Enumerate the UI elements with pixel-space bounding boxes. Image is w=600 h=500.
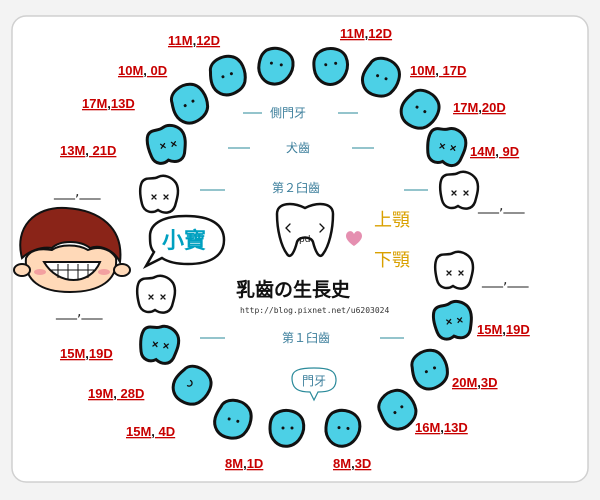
tooth-upper-left-1 <box>254 44 297 89</box>
jaw-lower-label: 下顎 <box>374 250 410 271</box>
ul-2: 10M, 0D <box>118 63 167 78</box>
svg-text:pd: pd <box>299 235 310 245</box>
caption-side-front: 側門牙 <box>270 106 306 120</box>
tooth-lower-right-4 <box>370 382 425 437</box>
tooth-upper-right-2 <box>356 51 406 103</box>
ll-3: 19M, 28D <box>88 386 144 401</box>
front-teeth-bubble <box>291 367 337 402</box>
lower-right-labels: ___,___ 15M,19D 20M,3D 16M,13D 8M,3D <box>333 272 530 471</box>
tooth-type-captions: 側門牙 犬齒 第２臼齒 第１臼齒 門牙 <box>200 106 428 402</box>
ul-4: 13M, 21D <box>60 143 116 158</box>
caption-canine: 犬齒 <box>286 141 310 155</box>
tooth-lower-right-2 <box>429 298 476 343</box>
tooth-upper-left-2 <box>203 50 253 101</box>
ur-1: 11M,12D <box>340 26 392 41</box>
lower-left-labels: ___,___ 15M,19D 19M, 28D 15M, 4D 8M,1D <box>55 304 263 471</box>
ll-1-blank: ___,___ <box>55 304 103 320</box>
ur-4: 14M, 9D <box>470 144 519 159</box>
tooth-upper-right-1 <box>310 44 352 88</box>
page-title: 乳齒の生長史 <box>236 278 351 301</box>
ll-4: 15M, 4D <box>126 424 175 439</box>
lr-1-blank: ___,___ <box>481 272 529 288</box>
name-label: 小寶 <box>162 228 206 254</box>
tooth-lower-left-2 <box>136 321 183 367</box>
ll-2: 15M,19D <box>60 346 113 361</box>
caption-first-molar: 第１臼齒 <box>282 330 330 345</box>
tooth-upper-left-3 <box>163 76 216 131</box>
tooth-lower-left-3 <box>165 358 219 413</box>
tooth-lower-left-5 <box>268 408 306 448</box>
caption-front: 門牙 <box>302 374 326 388</box>
tooth-lower-left-1 <box>135 274 177 314</box>
lr-5: 8M,3D <box>333 456 371 471</box>
ul-5-blank: ___,___ <box>53 184 101 200</box>
tooth-upper-left-4 <box>143 121 191 168</box>
tooth-upper-left-5 <box>138 174 180 214</box>
caption-second-molar: 第２臼齒 <box>272 180 320 195</box>
blog-url: http://blog.pixnet.net/u6203024 <box>240 306 389 315</box>
lr-3: 20M,3D <box>452 375 498 390</box>
ur-2: 10M, 17D <box>410 63 466 78</box>
tooth-lower-right-1 <box>433 250 475 290</box>
jaw-upper-label: 上顎 <box>374 210 410 231</box>
character-avatar <box>13 206 131 294</box>
lr-4: 16M,13D <box>415 420 468 435</box>
tooth-upper-right-5 <box>438 170 480 210</box>
upper-left-labels: 11M,12D 10M, 0D 17M,13D 13M, 21D ___,___ <box>53 33 220 200</box>
lr-2: 15M,19D <box>477 322 530 337</box>
ur-3: 17M,20D <box>453 100 506 115</box>
tooth-lower-left-4 <box>209 394 257 444</box>
mascot-tooth: pd <box>275 202 335 258</box>
tooth-upper-right-3 <box>393 82 447 137</box>
tooth-lower-right-3 <box>404 343 455 396</box>
upper-right-labels: 11M,12D 10M, 17D 17M,20D 14M, 9D ___,___ <box>340 26 525 214</box>
ul-1: 11M,12D <box>168 33 220 48</box>
ll-5: 8M,1D <box>225 456 263 471</box>
heart-icon <box>346 231 362 246</box>
ur-5-blank: ___,___ <box>477 198 525 214</box>
name-bubble <box>142 214 226 269</box>
tooth-lower-right-5 <box>322 407 363 450</box>
ul-3: 17M,13D <box>82 96 135 111</box>
tooth-upper-right-4 <box>423 123 470 169</box>
